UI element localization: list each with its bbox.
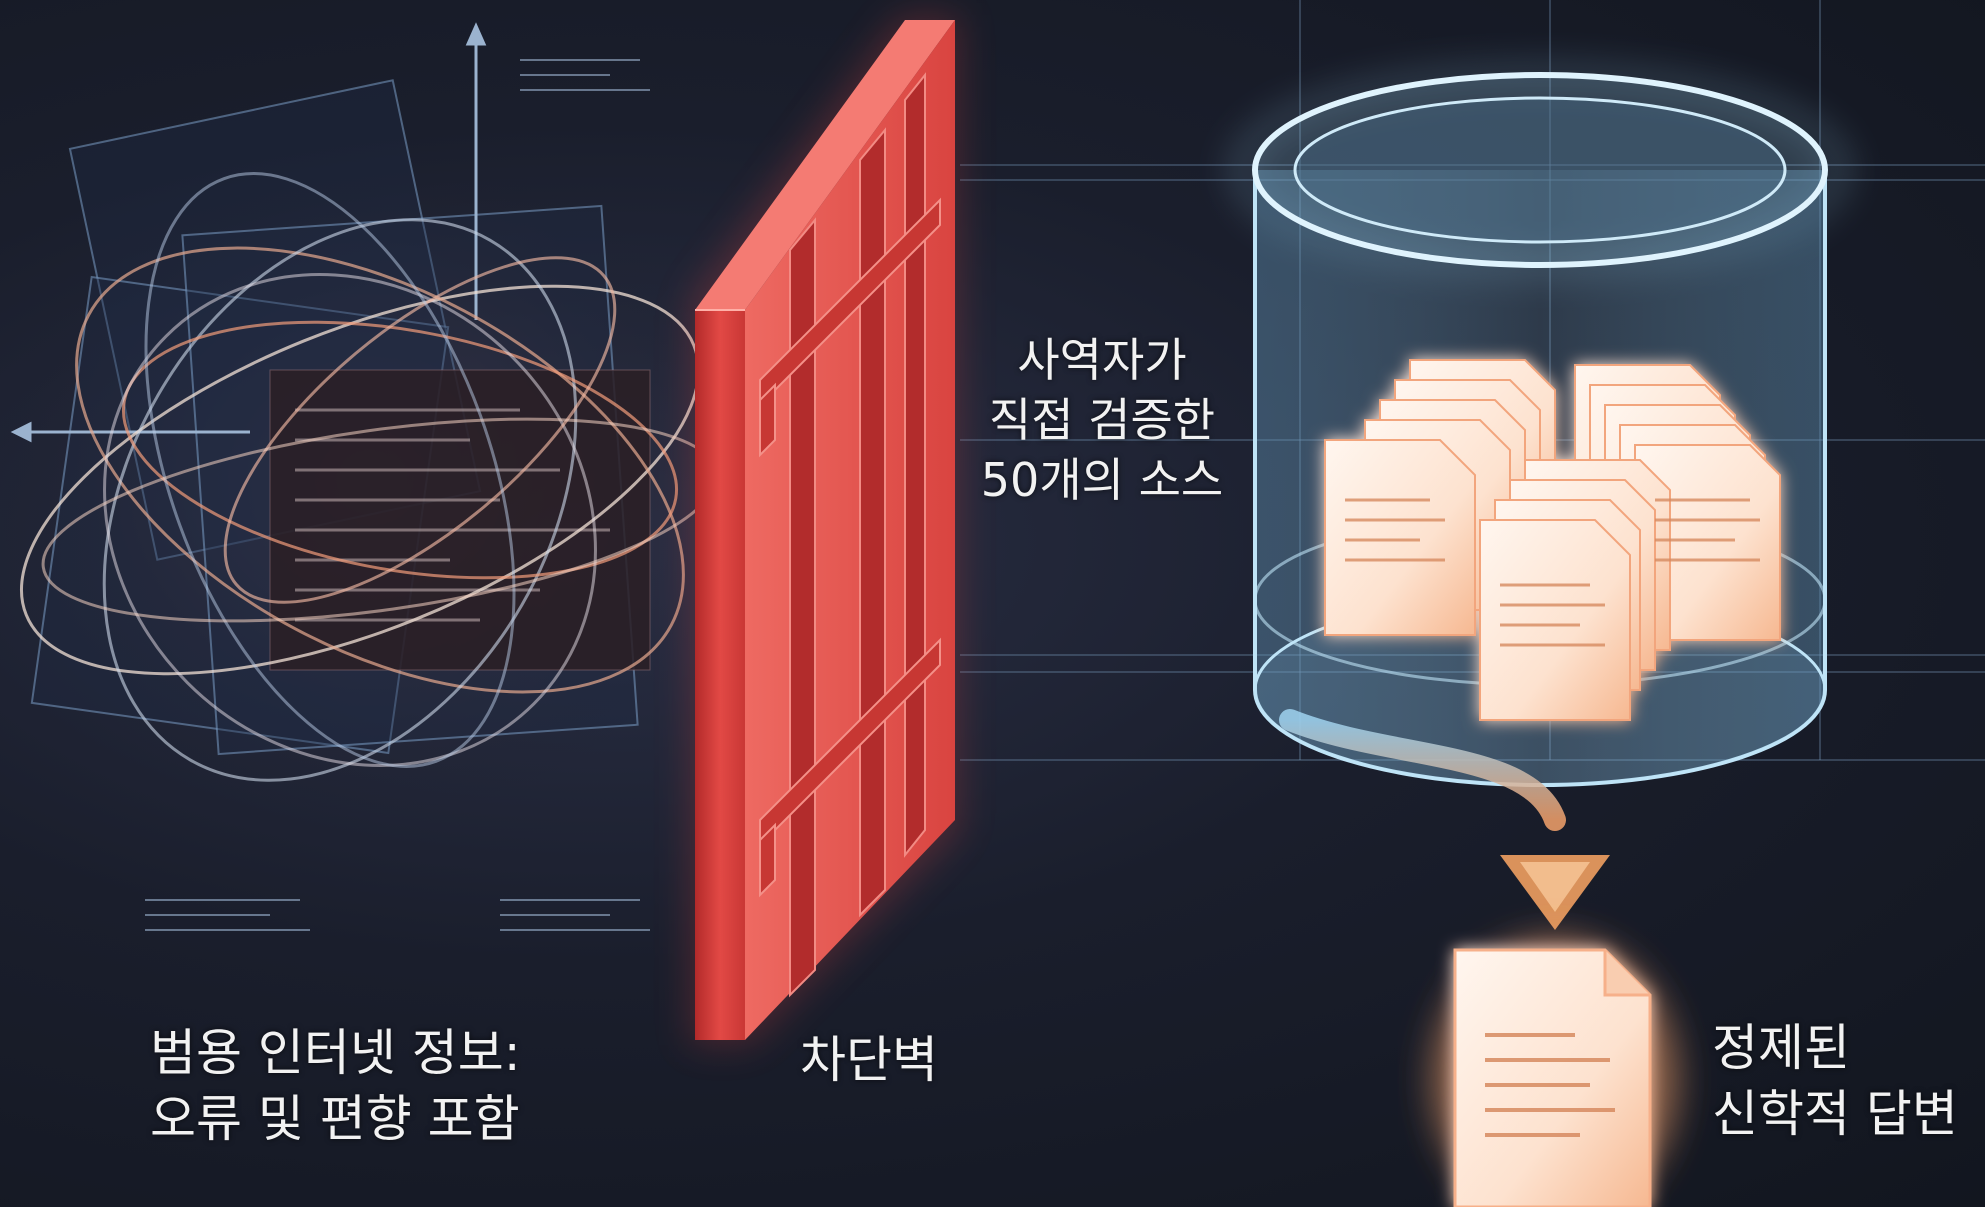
internet-info-line2: 오류 및 편향 포함 — [150, 1090, 520, 1148]
sources-line1: 사역자가 — [1017, 333, 1187, 387]
internet-info-label: 범용 인터넷 정보: 오류 및 편향 포함 — [150, 1020, 521, 1152]
wall-icon — [690, 15, 960, 1045]
sources-line3: 50개의 소스 — [980, 453, 1224, 507]
answer-line2: 신학적 답변 — [1712, 1085, 1958, 1143]
verified-sources-label: 사역자가 직접 검증한 50개의 소스 — [972, 330, 1232, 510]
barrier-label: 차단벽 — [800, 1031, 938, 1089]
answer-line1: 정제된 — [1712, 1019, 1850, 1077]
refined-answer-label: 정제된 신학적 답변 — [1712, 1015, 1958, 1147]
sources-line2: 직접 검증한 — [988, 393, 1216, 447]
tangled-lines-icon — [0, 22, 750, 931]
document-stack — [1324, 359, 1781, 721]
arrow-down-icon — [1279, 709, 1610, 930]
document-icon — [1435, 940, 1675, 1207]
internet-info-line1: 범용 인터넷 정보: — [150, 1024, 521, 1082]
